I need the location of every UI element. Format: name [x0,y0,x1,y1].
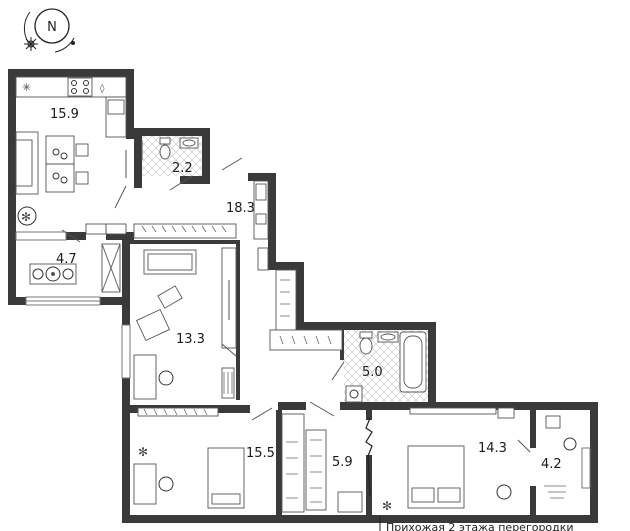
room-area-bedroom-bottom-right: 14.3 [478,441,507,456]
shelf-row-top [133,223,237,239]
armchair-icon-14 [496,484,512,500]
room-area-kitchen: 15.9 [50,107,79,122]
wardrobe-shelves [281,413,363,513]
dining-table-icon [45,135,89,193]
sun-icon [24,37,38,51]
room-area-wardrobe: 5.9 [332,455,353,470]
desk-icon [133,354,174,400]
bed-icon-15 [207,447,245,509]
sofa-icon [15,131,39,195]
room-area-loggia-right: 4.2 [541,457,562,472]
shelf-column-hall [269,269,343,351]
fridge-icon: ✳ [22,81,31,94]
desk-icon-15 [133,463,174,505]
room-area-bath-large: 5.0 [362,365,383,380]
plant-icon-14: ✻ [382,499,392,513]
toilet-icon [159,137,171,160]
hall-wardrobe [253,180,269,271]
loggia-table-icon [29,263,77,285]
closet-icon [221,247,237,349]
radiator-icon [221,367,235,399]
svg-text:✻: ✻ [382,499,392,513]
rug-icon [157,285,183,309]
loggia-cabinet [101,243,121,293]
loggia-right-furniture [544,415,577,499]
bed-icon-14 [407,445,465,509]
plant-icon: ✻ [17,206,37,226]
walls [8,69,598,523]
windows [15,231,591,489]
stove-icon [67,77,93,97]
partition-break-icon [365,417,373,497]
room-area-bath-small: 2.2 [172,161,193,176]
drop-icon: ◊ [100,83,105,94]
sink-icon-large [377,331,399,343]
svg-text:✻: ✻ [138,445,148,459]
shelf-row-14 [409,407,515,419]
armchair-icon [135,308,171,342]
cabinet-icon [85,223,127,235]
bathtub-icon [399,331,427,393]
svg-text:✻: ✻ [21,210,31,224]
room-area-hallway: 18.3 [226,201,255,216]
footer-note: Прихожая 2 этажа перегородки [386,521,574,531]
washer-icon [345,385,363,403]
toilet-icon-large [359,331,373,355]
room-area-bedroom-left: 13.3 [176,332,205,347]
compass-rose-icon: N [23,8,75,53]
shelf-row-15 [137,407,219,417]
compass-letter: N [47,20,57,35]
kitchen-furniture: ✳ ◊ ✻ [15,76,127,226]
sink-icon [179,137,199,149]
room-area-bedroom-bottom-left: 15.5 [246,446,275,461]
sofa-bedroom-icon [143,249,197,275]
room-area-loggia-left: 4.7 [56,252,77,267]
plant-icon-15: ✻ [138,445,148,459]
